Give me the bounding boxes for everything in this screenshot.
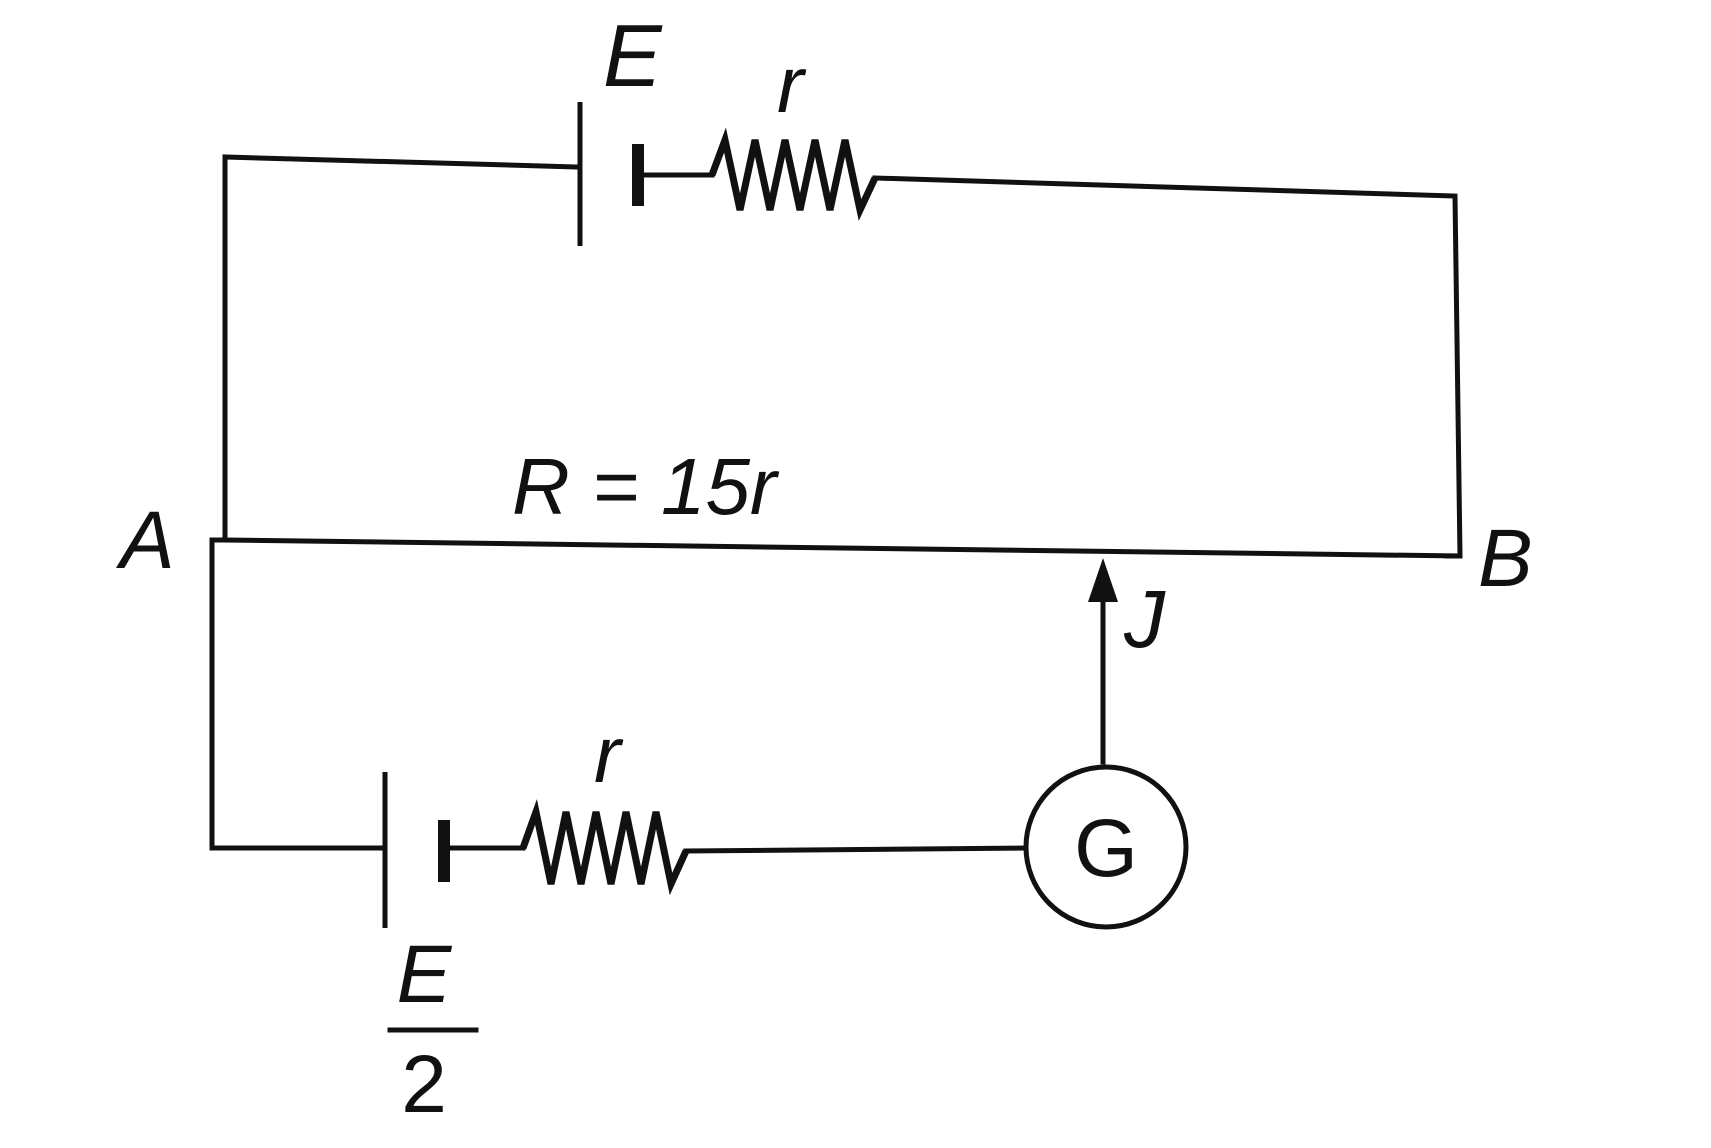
label-node-b: B (1478, 513, 1533, 604)
wire-top-left (222, 154, 581, 543)
galvanometer (1023, 764, 1189, 930)
potentiometer-wire-ab (222, 537, 1463, 559)
wire-top-right (872, 175, 1463, 559)
wire-bottom-to-galvanometer (683, 845, 1029, 854)
label-emf-bottom-numerator: E (397, 929, 453, 1020)
label-internal-resistance-bottom: r (594, 710, 624, 799)
resistor-bottom-internal (519, 799, 690, 896)
label-emf-bottom-denominator: 2 (401, 1039, 447, 1130)
wire-bottom-left (209, 537, 386, 851)
label-node-a: A (115, 495, 175, 586)
resistor-top-internal (708, 127, 879, 221)
jockey-arrow-icon (1088, 558, 1118, 602)
galvanometer-label: G (1074, 803, 1138, 894)
label-internal-resistance-top: r (777, 40, 807, 129)
label-jockey: J (1123, 574, 1166, 665)
label-wire-resistance: R = 15r (512, 442, 780, 531)
label-emf-top: E (603, 6, 663, 105)
